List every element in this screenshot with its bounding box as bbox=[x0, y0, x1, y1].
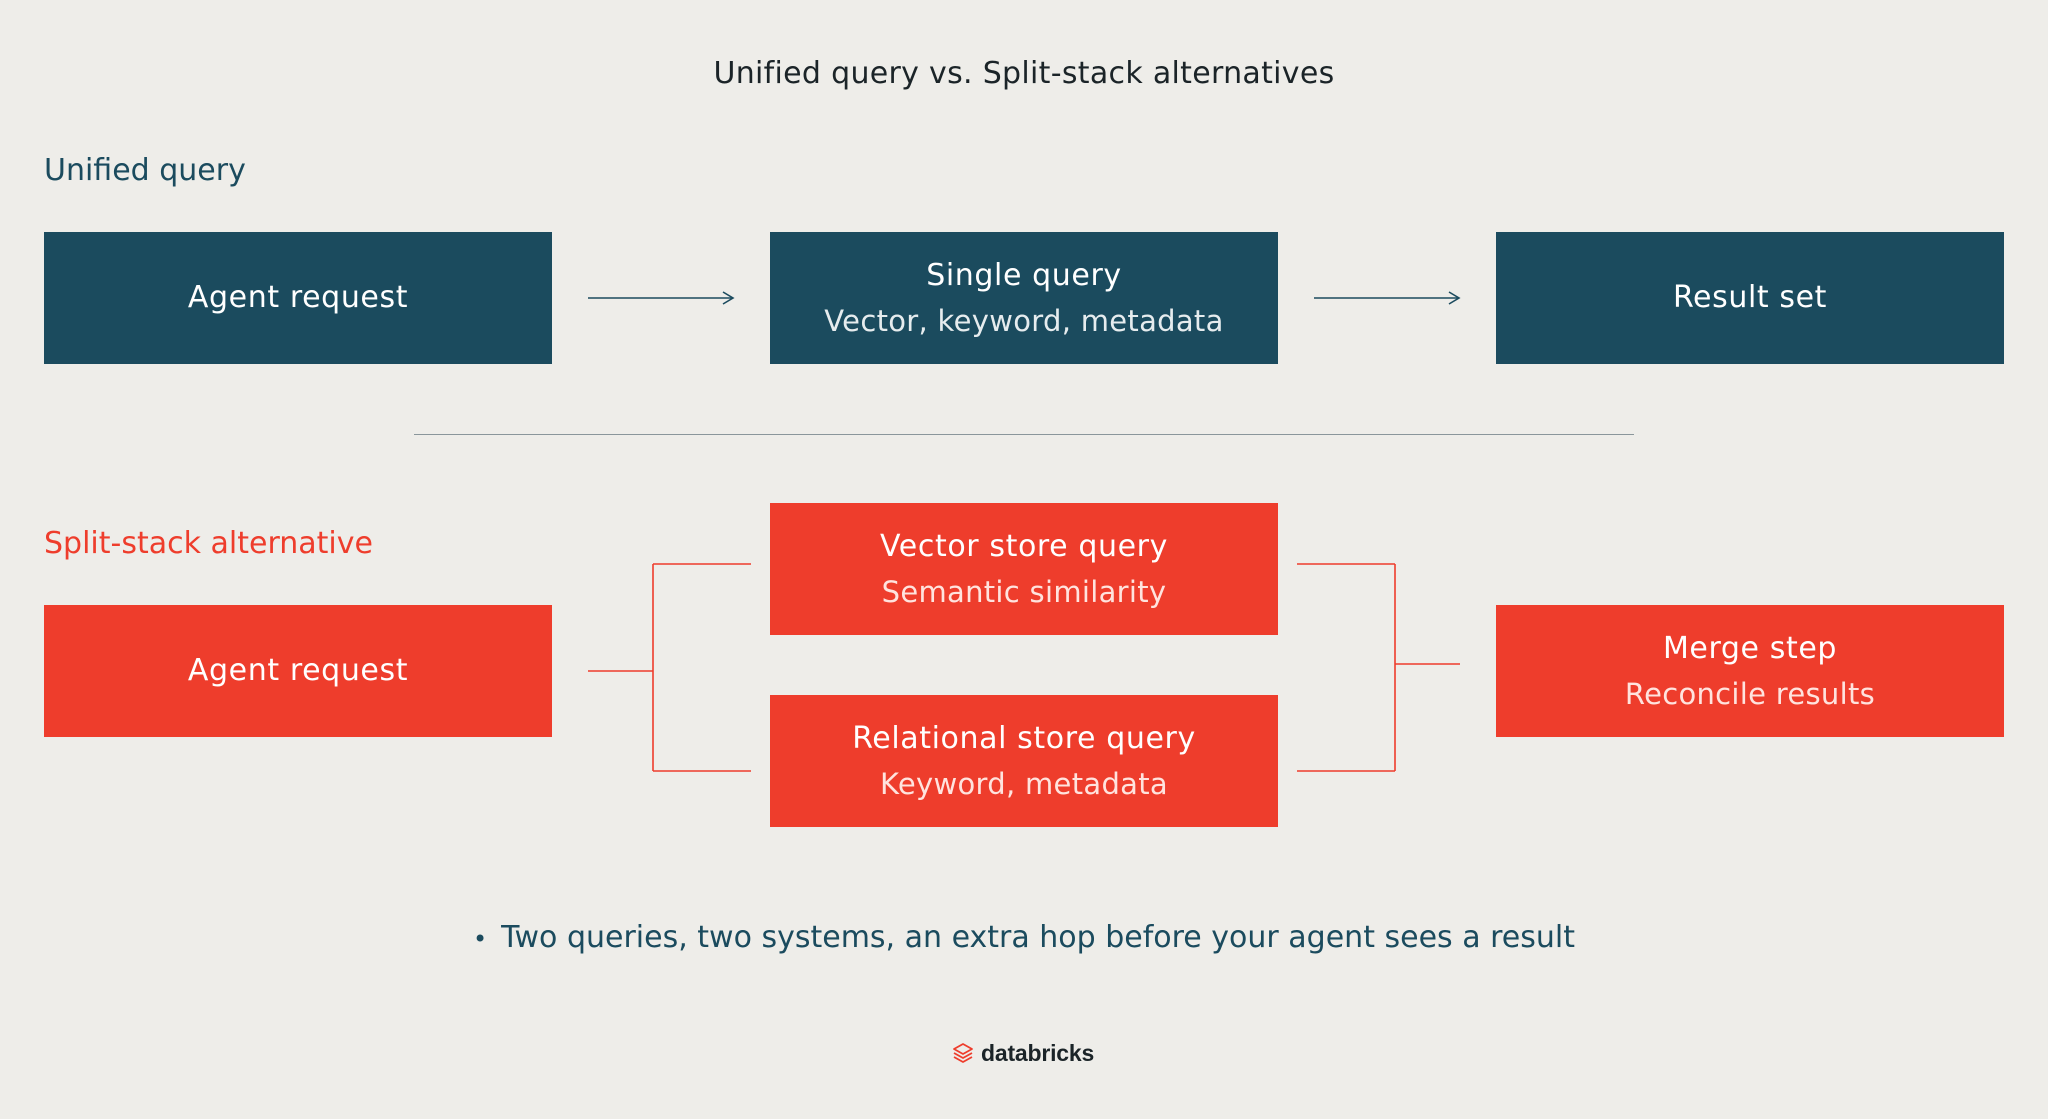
split-section-label: Split-stack alternative bbox=[44, 526, 373, 561]
single-query-sublabel: Vector, keyword, metadata bbox=[824, 303, 1224, 338]
unified-arrow-2 bbox=[1314, 291, 1461, 305]
vector-store-query-sublabel: Semantic similarity bbox=[881, 574, 1167, 609]
split-agent-request-box: Agent request bbox=[44, 605, 552, 737]
relational-store-query-sublabel: Keyword, metadata bbox=[880, 766, 1168, 801]
unified-arrow-1 bbox=[588, 291, 735, 305]
result-set-label: Result set bbox=[1672, 280, 1828, 315]
split-fork-connector bbox=[588, 563, 751, 772]
databricks-logo: databricks bbox=[952, 1040, 1094, 1066]
vector-store-query-label: Vector store query bbox=[880, 528, 1168, 564]
single-query-box: Single query Vector, keyword, metadata bbox=[770, 232, 1278, 364]
section-divider bbox=[414, 434, 1634, 435]
merge-step-box: Merge step Reconcile results bbox=[1496, 605, 2004, 737]
result-set-box: Result set bbox=[1496, 232, 2004, 364]
footnote: • Two queries, two systems, an extra hop … bbox=[0, 920, 2048, 955]
merge-step-label: Merge step bbox=[1662, 630, 1838, 666]
split-agent-request-label: Agent request bbox=[187, 653, 409, 688]
relational-store-query-label: Relational store query bbox=[852, 720, 1196, 756]
footnote-text: Two queries, two systems, an extra hop b… bbox=[501, 920, 1575, 955]
footnote-bullet: • bbox=[473, 924, 488, 953]
unified-agent-request-box: Agent request bbox=[44, 232, 552, 364]
unified-section-label: Unified query bbox=[44, 153, 246, 188]
diagram-title: Unified query vs. Split-stack alternativ… bbox=[713, 56, 1335, 91]
vector-store-query-box: Vector store query Semantic similarity bbox=[770, 503, 1278, 635]
merge-step-sublabel: Reconcile results bbox=[1624, 676, 1876, 711]
single-query-label: Single query bbox=[926, 257, 1122, 293]
databricks-logo-text: databricks bbox=[981, 1039, 1095, 1066]
split-merge-connector bbox=[1297, 563, 1460, 772]
relational-store-query-box: Relational store query Keyword, metadata bbox=[770, 695, 1278, 827]
databricks-logo-icon bbox=[953, 1043, 973, 1063]
unified-agent-request-label: Agent request bbox=[187, 280, 409, 315]
